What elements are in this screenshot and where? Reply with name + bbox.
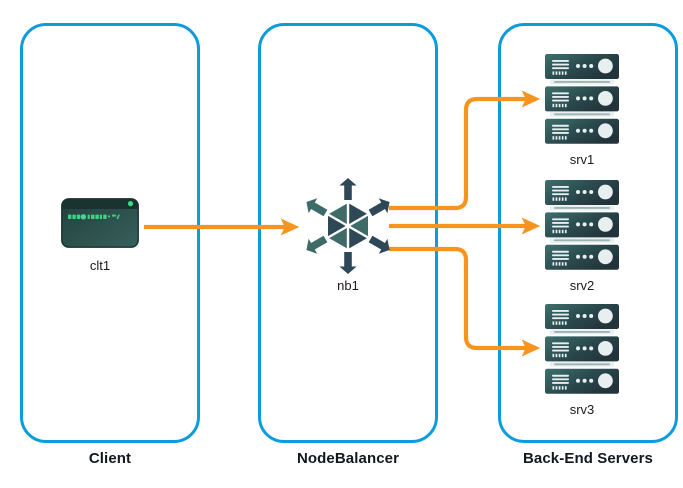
arrow-upper-right bbox=[368, 198, 390, 217]
terminal-prompt-text bbox=[68, 214, 120, 220]
rack-unit-bottom bbox=[545, 244, 619, 270]
node-label-srv1: srv1 bbox=[569, 152, 595, 167]
rack-unit-middle bbox=[545, 336, 619, 367]
zone-client bbox=[20, 23, 200, 443]
zone-caption-backend-servers: Back-End Servers bbox=[522, 450, 653, 467]
zone-caption-client: Client bbox=[88, 450, 132, 467]
node-srv2 bbox=[541, 179, 623, 271]
flow-nb1-to-srv1 bbox=[389, 90, 541, 211]
zone-nodebalancer bbox=[258, 23, 438, 443]
node-label-srv2: srv2 bbox=[569, 278, 595, 293]
server-rack-stack bbox=[545, 304, 619, 394]
server-rack-stack bbox=[545, 180, 619, 270]
zone-backend-servers bbox=[498, 23, 678, 443]
rack-unit-bottom bbox=[545, 368, 619, 394]
rack-unit-top bbox=[545, 180, 619, 211]
arrow-upper-left bbox=[306, 198, 328, 217]
node-srv1 bbox=[541, 53, 623, 145]
node-srv3 bbox=[541, 303, 623, 395]
node-label-srv3: srv3 bbox=[569, 402, 595, 417]
node-label-clt1: clt1 bbox=[89, 258, 111, 273]
arrow-lower-left bbox=[306, 235, 328, 254]
arrow-up bbox=[339, 178, 357, 200]
hexagon-core bbox=[326, 201, 370, 251]
flow-nb1-to-srv3 bbox=[389, 246, 541, 357]
rack-unit-top bbox=[545, 304, 619, 335]
hexagon-radiating-arrows bbox=[306, 178, 390, 274]
rack-unit-middle bbox=[545, 212, 619, 243]
arrow-lower-right bbox=[368, 235, 390, 254]
rack-unit-top bbox=[545, 54, 619, 85]
rack-unit-middle bbox=[545, 86, 619, 117]
arrow-down bbox=[339, 252, 357, 274]
zone-caption-nodebalancer: NodeBalancer bbox=[296, 450, 400, 467]
green-status-dot bbox=[127, 201, 134, 207]
node-nb1 bbox=[300, 178, 396, 274]
node-clt1 bbox=[61, 198, 139, 248]
node-label-nb1: nb1 bbox=[337, 278, 359, 293]
rack-unit-bottom bbox=[545, 118, 619, 144]
server-rack-stack bbox=[545, 54, 619, 144]
